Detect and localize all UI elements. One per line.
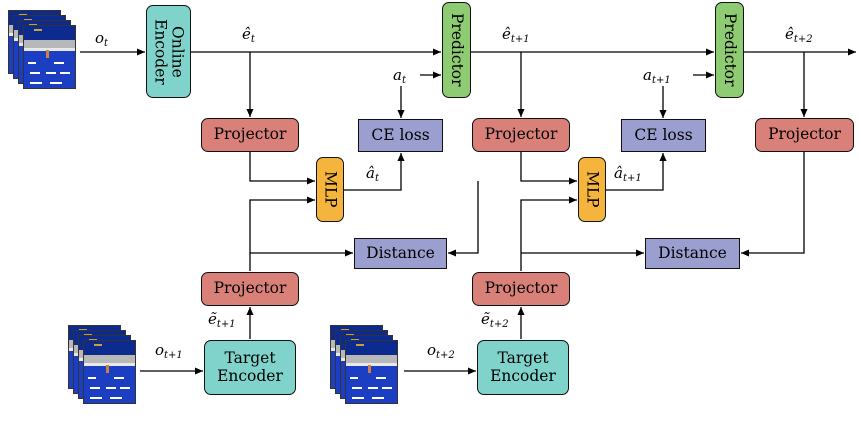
projector-box-1: Projector [201,118,299,152]
projector-box-4: Projector [201,272,299,306]
distance-box-1: Distance [354,238,447,269]
projector-label-2: Projector [484,125,558,144]
arrow-projector2-to-mlp2 [520,152,577,185]
arrow-projector2-to-distance1 [448,181,479,257]
arrow-projector1-to-mlp1 [249,152,315,185]
target-encoder-label-2: Target Encoder [490,349,556,385]
label-a-t1: at+1 [643,66,671,86]
predictor-box-1: Predictor [442,2,471,98]
arrow-projector3-to-distance2 [741,152,805,257]
ce-loss-box-1: CE loss [358,119,443,152]
distance-label-2: Distance [658,243,727,262]
label-a-hat-t: ât [366,164,379,184]
online-encoder-box: Online Encoder [146,5,191,98]
label-o-t: ot [95,29,109,49]
projector-label-1: Projector [213,125,287,144]
game-frame [23,25,76,89]
distance-box-2: Distance [645,238,740,269]
arrow-target-proj2-to-mlp2 [520,196,577,271]
label-e-hat-t2: êt+2 [785,25,813,45]
projector-label-5: Projector [484,279,558,298]
mlp-label-2: MLP [583,171,602,208]
online-encoder-label: Online Encoder [151,18,187,85]
mlp-box-1: MLP [316,157,344,222]
ce-loss-label-1: CE loss [371,125,430,144]
game-frame [83,340,136,404]
label-a-hat-t1: ât+1 [614,164,642,184]
label-e-hat-t1: êt+1 [502,25,530,45]
projector-box-3: Projector [755,118,854,152]
projector-label-3: Projector [768,125,841,144]
projector-box-5: Projector [472,272,570,306]
label-o-t2: ot+2 [427,341,455,361]
label-o-t1: ot+1 [155,341,183,361]
distance-label-1: Distance [366,243,435,262]
label-e-tilde-t2: ẽt+2 [481,310,509,330]
mlp-label-1: MLP [321,171,340,208]
target-encoder-box-1: Target Encoder [204,340,296,395]
arrow-mlp2-to-ce-loss [606,153,667,191]
label-e-hat-t: êt [242,25,255,45]
predictor-label-2: Predictor [721,13,740,87]
predictor-label-1: Predictor [448,13,467,87]
target-encoder-box-2: Target Encoder [477,340,569,395]
arrow-mlp1-to-ce-loss [344,153,405,191]
projector-box-2: Projector [472,118,570,152]
predictor-box-2: Predictor [715,2,744,98]
target-encoder-label-1: Target Encoder [217,349,283,385]
projector-label-4: Projector [213,279,287,298]
arrow-target-proj1-to-mlp1 [249,196,315,271]
game-frame [345,340,398,404]
label-a-t: at [393,66,406,86]
ce-loss-box-2: CE loss [621,119,706,152]
label-e-tilde-t1: ẽt+1 [208,310,236,330]
mlp-box-2: MLP [578,157,606,222]
ce-loss-label-2: CE loss [634,125,693,144]
